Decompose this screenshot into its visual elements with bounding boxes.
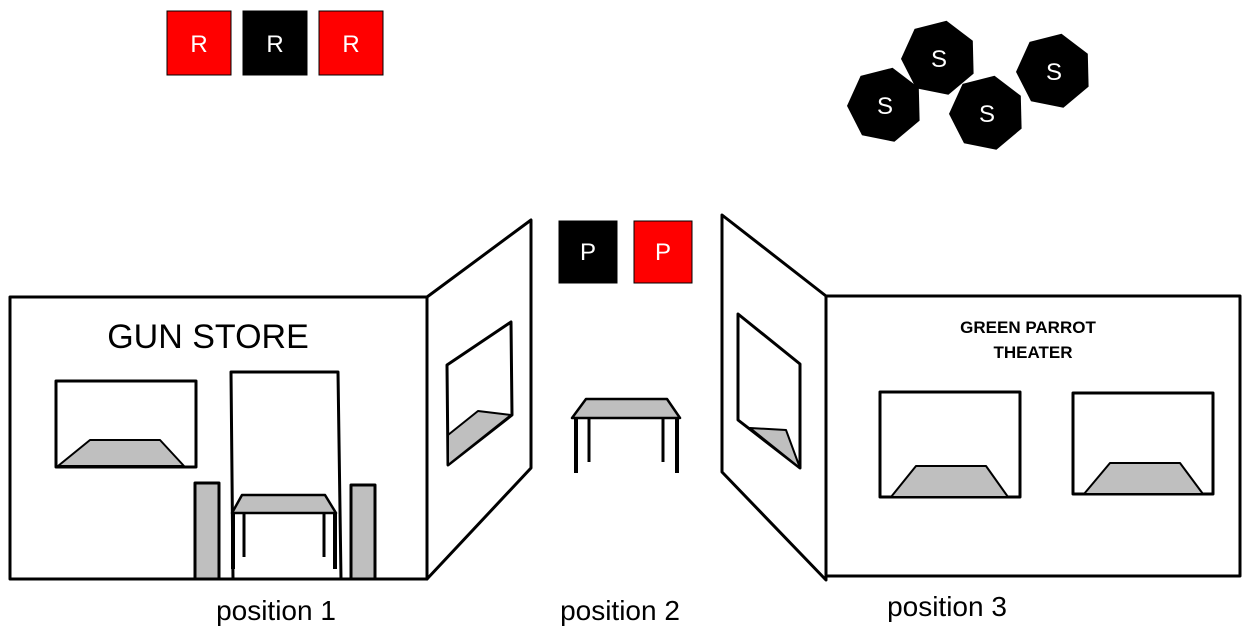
r-token-2: R: [242, 10, 308, 76]
gun-store-sign: GUN STORE: [107, 318, 309, 356]
theater-building: GREEN PARROT THEATER: [720, 213, 1242, 582]
p-token-1-label: P: [580, 239, 596, 266]
theater-front-wall: [824, 294, 1242, 578]
theater-sign-line1: GREEN PARROT: [960, 318, 1096, 337]
position-1-label: position 1: [216, 595, 336, 626]
gun-store-table: [230, 493, 338, 569]
gun-store-pillar-right: [349, 483, 377, 581]
p-token-group: P P: [558, 220, 693, 284]
center-table: [570, 397, 682, 473]
s-token-1-label: S: [931, 46, 947, 73]
r-token-3: R: [318, 10, 384, 76]
theater-side-window-sill: [749, 427, 801, 469]
s-token-1: S: [901, 20, 974, 95]
r-token-1-label: R: [190, 31, 207, 58]
gun-store-building: GUN STORE: [8, 218, 533, 581]
s-token-3-label: S: [877, 93, 893, 120]
gun-store-doorway: [229, 370, 343, 580]
r-token-2-label: R: [266, 31, 283, 58]
gun-store-front-window-sill: [57, 439, 185, 467]
s-token-group: S S S S: [847, 20, 1089, 150]
s-token-2: S: [1016, 33, 1089, 108]
gun-store-pillar-left: [193, 481, 221, 581]
p-token-1: P: [558, 220, 618, 284]
s-token-2-label: S: [1046, 59, 1062, 86]
gun-store-side-window-sill: [447, 410, 512, 466]
p-token-2-label: P: [655, 239, 671, 266]
position-2-label: position 2: [560, 595, 680, 626]
theater-sign-line2: THEATER: [993, 343, 1072, 362]
r-token-3-label: R: [342, 31, 359, 58]
p-token-2: P: [633, 220, 693, 284]
theater-window-right-sill: [1083, 462, 1204, 495]
s-token-3: S: [847, 67, 920, 142]
position-3-label: position 3: [887, 591, 1007, 622]
s-token-4-label: S: [979, 101, 995, 128]
s-token-4: S: [949, 75, 1022, 150]
theater-window-left-sill: [890, 465, 1009, 498]
gun-store-side-wall: [425, 218, 533, 581]
theater-side-wall: [720, 213, 828, 582]
r-token-group: R R R: [166, 10, 384, 76]
r-token-1: R: [166, 10, 232, 76]
